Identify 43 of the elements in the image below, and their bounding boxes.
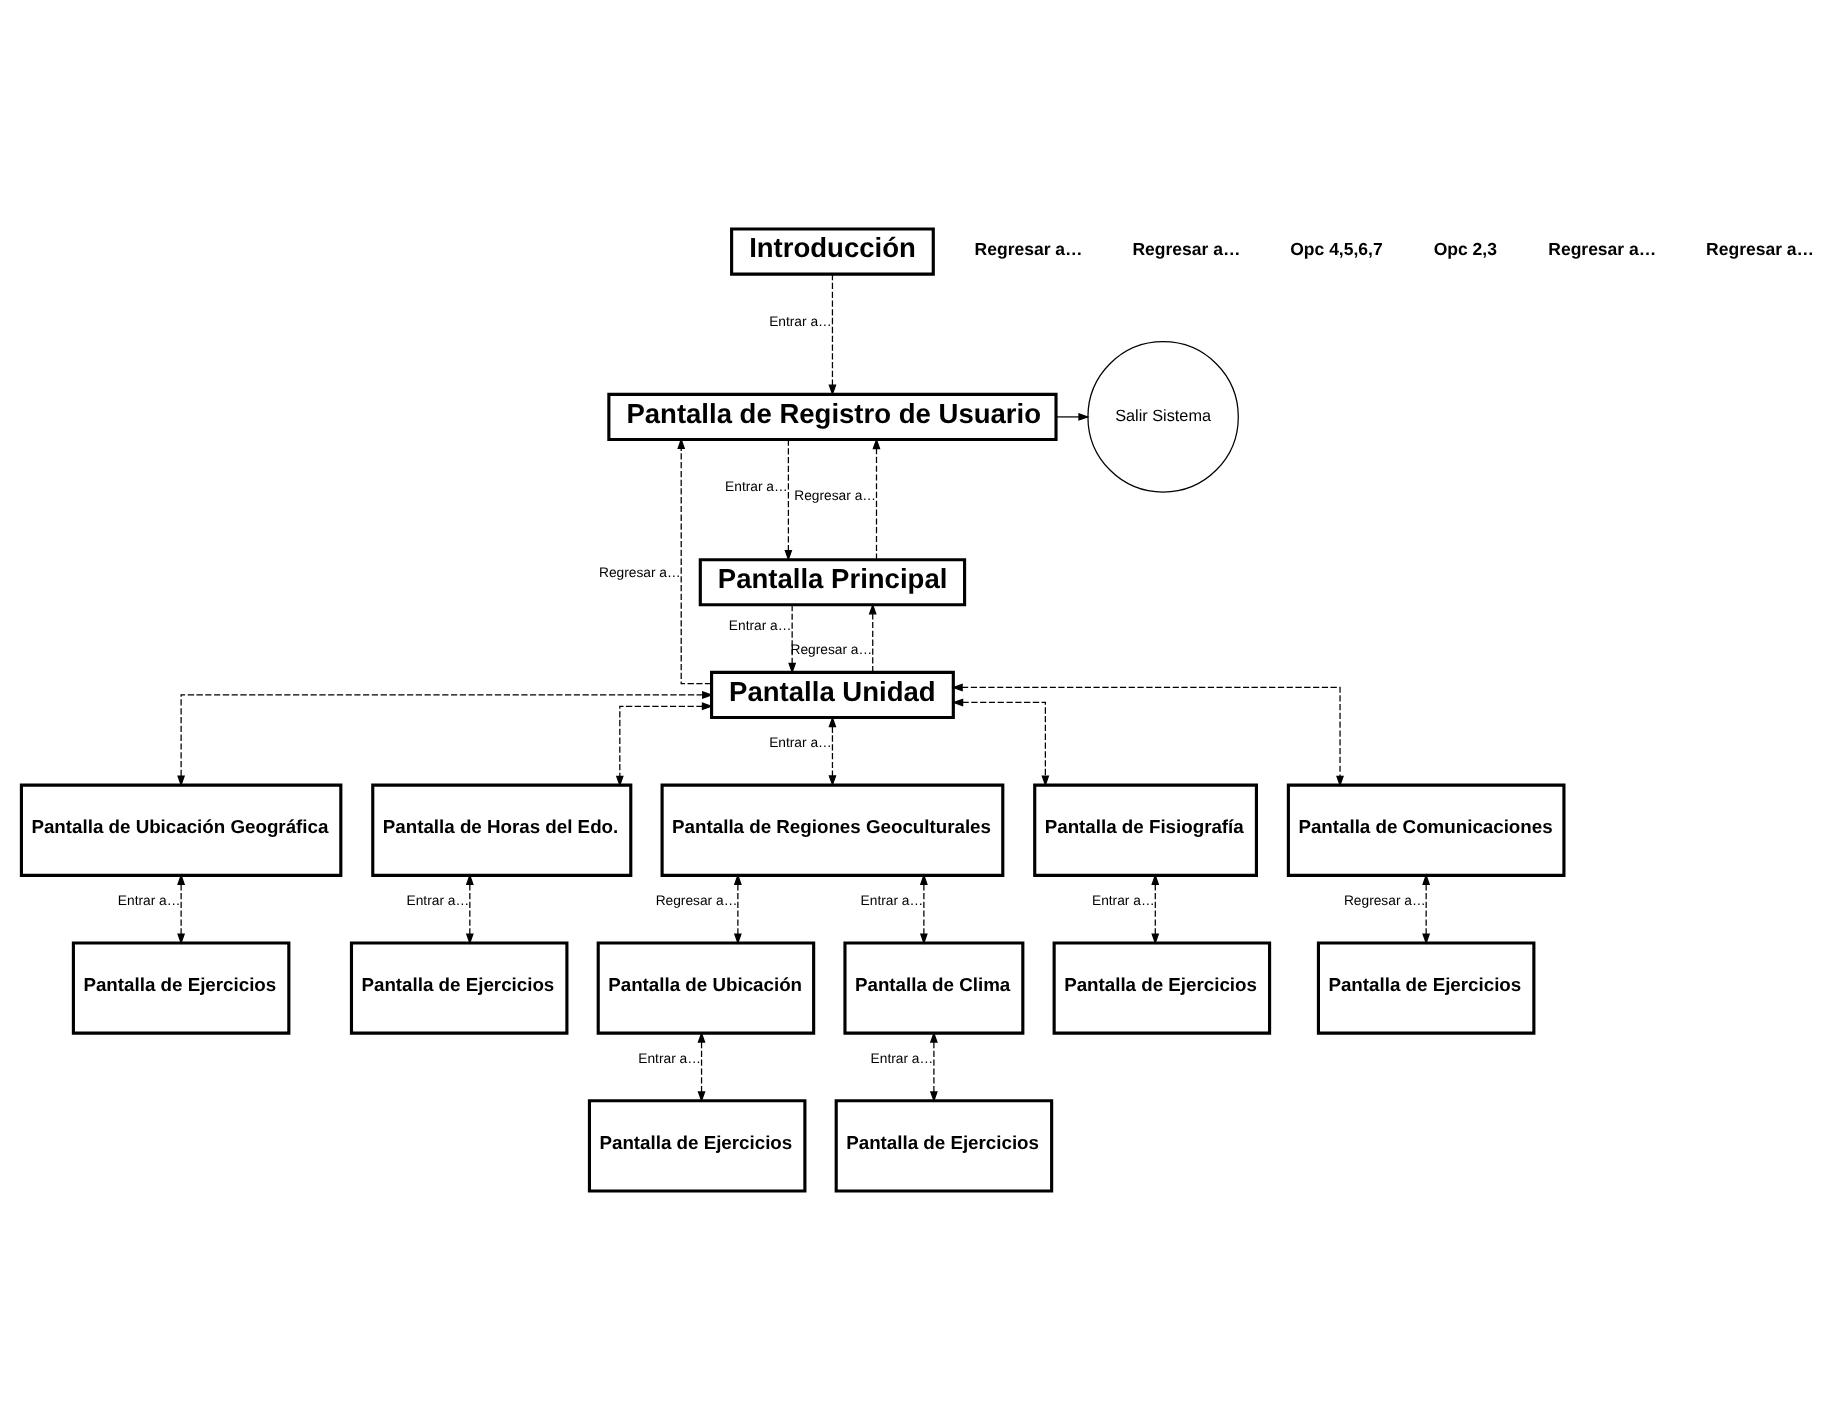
node-box: Pantalla de Clima bbox=[843, 941, 1025, 1035]
arrow bbox=[951, 683, 1344, 787]
arrow bbox=[1151, 873, 1160, 945]
node-box: Pantalla Principal bbox=[698, 558, 967, 607]
node-box: Pantalla de Registro de Usuario bbox=[607, 392, 1058, 441]
arrow bbox=[868, 603, 877, 673]
node-box: Pantalla de Fisiografía bbox=[1033, 783, 1258, 877]
node-box: Pantalla Unidad bbox=[710, 670, 955, 720]
arrow bbox=[919, 873, 928, 945]
label: Regresar a… bbox=[974, 238, 1083, 259]
label: Opc 2,3 bbox=[1433, 238, 1497, 259]
label: Regresar a… bbox=[1706, 238, 1815, 259]
node-box: Pantalla de Ejercicios bbox=[71, 941, 291, 1035]
arrow bbox=[177, 873, 186, 945]
arrow bbox=[1055, 412, 1090, 421]
arrow bbox=[951, 698, 1050, 787]
arrow bbox=[697, 1031, 706, 1103]
node-box: Introducción bbox=[730, 227, 935, 276]
node-box: Pantalla de Ubicación bbox=[596, 941, 816, 1035]
node-box: Pantalla de Regiones Geoculturales bbox=[660, 783, 1005, 877]
arrow bbox=[828, 716, 837, 787]
node-box: Pantalla de Ejercicios bbox=[834, 1099, 1054, 1193]
node-box: Pantalla de Horas del Edo. bbox=[371, 783, 633, 877]
arrow bbox=[788, 604, 797, 675]
arrow bbox=[929, 1031, 938, 1103]
arrow bbox=[872, 437, 881, 561]
label: Regresar a… bbox=[1548, 238, 1657, 259]
node-box: Pantalla de Ejercicios bbox=[1052, 941, 1272, 1035]
label: Opc 4,5,6,7 bbox=[1290, 238, 1383, 259]
node-box: Pantalla de Ejercicios bbox=[1316, 941, 1536, 1035]
arrow bbox=[677, 437, 713, 685]
arrow bbox=[177, 691, 714, 787]
node-box: Pantalla de Ejercicios bbox=[587, 1099, 807, 1193]
arrow bbox=[784, 438, 793, 562]
label: Regresar a… bbox=[1132, 238, 1241, 259]
arrow bbox=[828, 273, 837, 396]
arrow bbox=[615, 702, 714, 788]
arrow bbox=[733, 873, 742, 945]
node-box: Pantalla de Comunicaciones bbox=[1286, 783, 1566, 877]
node-box: Pantalla de Ejercicios bbox=[349, 941, 569, 1035]
arrow bbox=[1422, 873, 1431, 945]
node-box: Pantalla de Ubicación Geográfica bbox=[19, 783, 343, 877]
arrow bbox=[465, 873, 474, 945]
